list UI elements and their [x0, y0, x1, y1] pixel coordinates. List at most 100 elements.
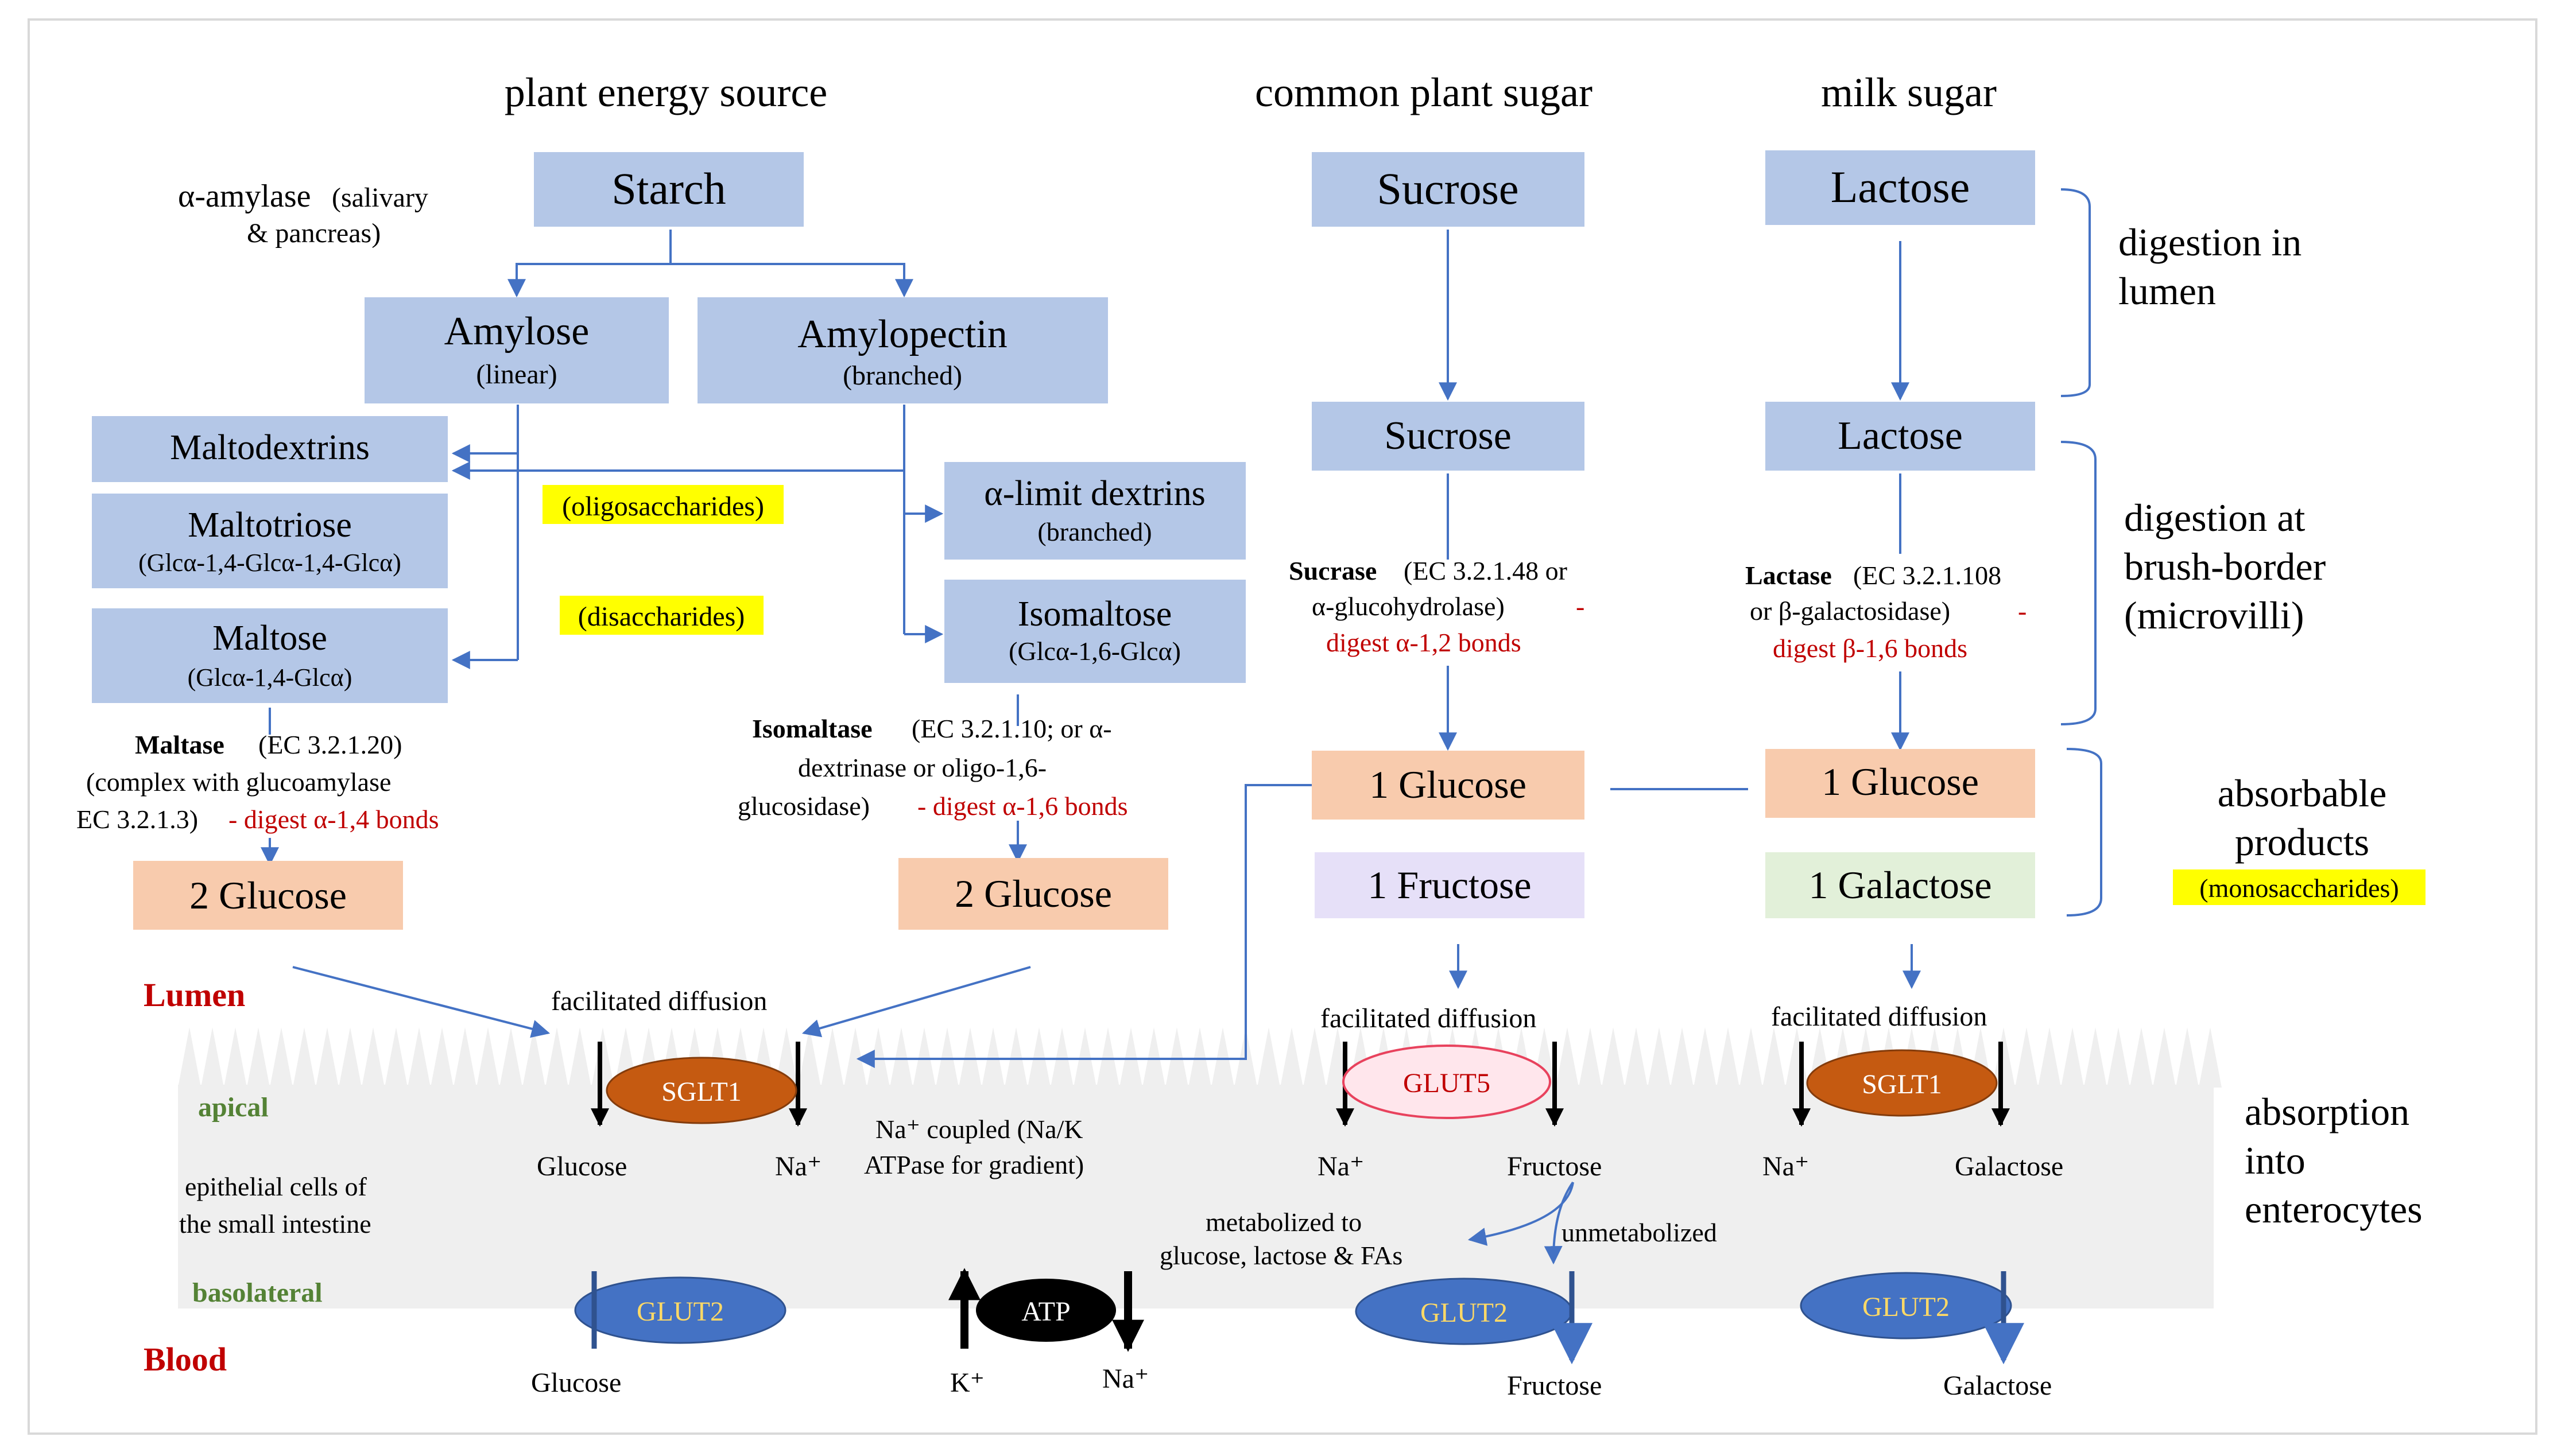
box-1-glucose-lactose: 1 Glucose [1765, 749, 2035, 818]
svg-text:Amylopectin: Amylopectin [797, 312, 1007, 356]
label-na-apical-1: Na⁺ [775, 1151, 822, 1182]
svg-text:α-limit dextrins: α-limit dextrins [984, 474, 1206, 513]
transporter-glut2-mid: GLUT2 [1355, 1271, 1593, 1365]
svg-text:(Glcα-1,6-Glcα): (Glcα-1,6-Glcα) [1009, 636, 1181, 666]
svg-text:Maltodextrins: Maltodextrins [170, 428, 370, 467]
svg-text:1 Glucose: 1 Glucose [1369, 763, 1526, 806]
label-glucose-blood: Glucose [531, 1368, 621, 1398]
svg-text:(microvilli): (microvilli) [2124, 593, 2304, 637]
svg-text:digestion at: digestion at [2124, 496, 2306, 539]
svg-text:& pancreas): & pancreas) [247, 218, 381, 249]
box-maltotriose: Maltotriose (Glcα-1,4-Glcα-1,4-Glcα) [92, 494, 448, 588]
svg-text:EC 3.2.1.3): EC 3.2.1.3) [76, 805, 198, 834]
pump-na-k-atpase: ATP [948, 1268, 1144, 1352]
epithelial-cell-band [178, 1027, 2222, 1309]
box-2-glucose-left: 2 Glucose [133, 861, 403, 930]
svg-text:SGLT1: SGLT1 [1862, 1069, 1942, 1100]
svg-text:digest α-1,2 bonds: digest α-1,2 bonds [1326, 628, 1521, 657]
svg-text:- digest α-1,4 bonds: - digest α-1,4 bonds [228, 805, 439, 834]
svg-text:ATP: ATP [1021, 1296, 1070, 1327]
highlight-disaccharides: (disaccharides) [560, 596, 764, 635]
svg-text:dextrinase or oligo-1,6-: dextrinase or oligo-1,6- [798, 753, 1047, 782]
svg-text:Maltotriose: Maltotriose [188, 506, 352, 545]
svg-text:2 Glucose: 2 Glucose [189, 873, 347, 917]
label-absorbable-products: absorbable products [2218, 771, 2387, 864]
label-apical: apical [198, 1092, 269, 1123]
svg-text:α-amylase: α-amylase [178, 178, 311, 214]
stage-brackets [2060, 188, 2102, 917]
box-sucrose-lumen: Sucrose [1312, 152, 1584, 227]
box-lactose-lumen: Lactose [1765, 150, 2035, 225]
label-unmetabolized: unmetabolized [1562, 1218, 1717, 1247]
enzyme-sucrase: Sucrase (EC 3.2.1.48 or α-glucohydrolase… [1289, 556, 1584, 657]
svg-text:(complex with glucoamylase: (complex with glucoamylase [86, 767, 391, 797]
label-metabolized-2: glucose, lactose & FAs [1160, 1241, 1402, 1270]
svg-text:(disaccharides): (disaccharides) [578, 601, 745, 632]
svg-text:Sucrose: Sucrose [1384, 414, 1512, 458]
label-na-apical-3: Na⁺ [1762, 1151, 1809, 1182]
transporter-glut5: GLUT5 [1336, 1042, 1564, 1127]
svg-text:Lactose: Lactose [1831, 162, 1970, 212]
transporter-glut2-left: GLUT2 [574, 1271, 786, 1349]
box-alpha-limit-dextrins: α-limit dextrins (branched) [944, 462, 1246, 560]
pathway-connectors [261, 230, 1921, 1265]
label-blood: Blood [144, 1341, 227, 1378]
svg-text:Isomaltase: Isomaltase [752, 714, 873, 743]
box-lactose-brush-border: Lactose [1765, 402, 2035, 471]
svg-text:(Glcα-1,4-Glcα): (Glcα-1,4-Glcα) [188, 663, 352, 692]
label-facilitated-diffusion-1: facilitated diffusion [551, 986, 767, 1016]
svg-text:digest β-1,6 bonds: digest β-1,6 bonds [1773, 634, 1967, 663]
svg-text:GLUT2: GLUT2 [1420, 1298, 1508, 1328]
label-facilitated-diffusion-2: facilitated diffusion [1320, 1003, 1536, 1034]
svg-text:(EC 3.2.1.108: (EC 3.2.1.108 [1853, 561, 2001, 590]
label-lumen: Lumen [144, 976, 245, 1014]
label-epithelial-cells-2: the small intestine [179, 1209, 371, 1238]
svg-text:Sucrase: Sucrase [1289, 556, 1377, 585]
svg-text:(Glcα-1,4-Glcα-1,4-Glcα): (Glcα-1,4-Glcα-1,4-Glcα) [138, 549, 401, 577]
svg-text:Starch: Starch [611, 164, 726, 213]
svg-text:(branched): (branched) [843, 360, 962, 391]
svg-text:glucosidase): glucosidase) [738, 791, 870, 821]
highlight-monosaccharides: (monosaccharides) [2173, 869, 2425, 905]
box-amylopectin: Amylopectin (branched) [698, 297, 1108, 403]
enzyme-isomaltase: Isomaltase (EC 3.2.1.10; or α- dextrinas… [738, 714, 1128, 821]
label-na-coupled-2: ATPase for gradient) [864, 1150, 1084, 1179]
label-k-blood: K⁺ [950, 1368, 985, 1398]
svg-text:Isomaltose: Isomaltose [1018, 595, 1172, 634]
transporter-sglt1-left: SGLT1 [591, 1042, 807, 1127]
label-metabolized-1: metabolized to [1206, 1207, 1362, 1237]
svg-text:1 Glucose: 1 Glucose [1822, 760, 1979, 803]
svg-text:GLUT2: GLUT2 [637, 1296, 724, 1327]
svg-text:(EC 3.2.1.48 or: (EC 3.2.1.48 or [1404, 556, 1567, 585]
svg-text:Amylose: Amylose [444, 309, 590, 354]
enzyme-maltase: Maltase (EC 3.2.1.20) (complex with gluc… [76, 730, 439, 834]
box-starch: Starch [534, 152, 804, 227]
svg-text:(EC 3.2.1.10; or α-: (EC 3.2.1.10; or α- [912, 714, 1112, 743]
svg-text:absorbable: absorbable [2218, 771, 2387, 815]
svg-text:Lactase: Lactase [1745, 561, 1832, 590]
label-fructose-blood: Fructose [1507, 1370, 1602, 1401]
header-plant-energy-source: plant energy source [505, 69, 827, 115]
svg-text:(monosaccharides): (monosaccharides) [2199, 873, 2399, 903]
box-amylose: Amylose (linear) [365, 297, 669, 403]
label-glucose-apical: Glucose [537, 1151, 627, 1182]
label-galactose-apical: Galactose [1955, 1151, 2063, 1182]
transporter-glut2-right: GLUT2 [1800, 1271, 2024, 1365]
header-milk-sugar: milk sugar [1821, 69, 1997, 115]
svg-text:Maltose: Maltose [212, 619, 327, 658]
enzyme-lactase: Lactase (EC 3.2.1.108 or β-galactosidase… [1745, 561, 2027, 663]
svg-text:into: into [2245, 1139, 2306, 1182]
box-2-glucose-mid: 2 Glucose [898, 858, 1168, 930]
svg-text:(branched): (branched) [1037, 517, 1152, 546]
box-sucrose-brush-border: Sucrose [1312, 402, 1584, 471]
svg-text:SGLT1: SGLT1 [661, 1077, 742, 1107]
svg-text:-: - [1576, 592, 1584, 621]
box-1-galactose: 1 Galactose [1765, 852, 2035, 918]
label-digestion-at-brush-border: digestion at brush-border (microvilli) [2124, 496, 2326, 637]
label-digestion-in-lumen: digestion in lumen [2118, 220, 2301, 313]
label-epithelial-cells-1: epithelial cells of [185, 1172, 367, 1201]
svg-text:absorption: absorption [2245, 1090, 2409, 1133]
transporter-sglt1-right: SGLT1 [1792, 1042, 2010, 1127]
